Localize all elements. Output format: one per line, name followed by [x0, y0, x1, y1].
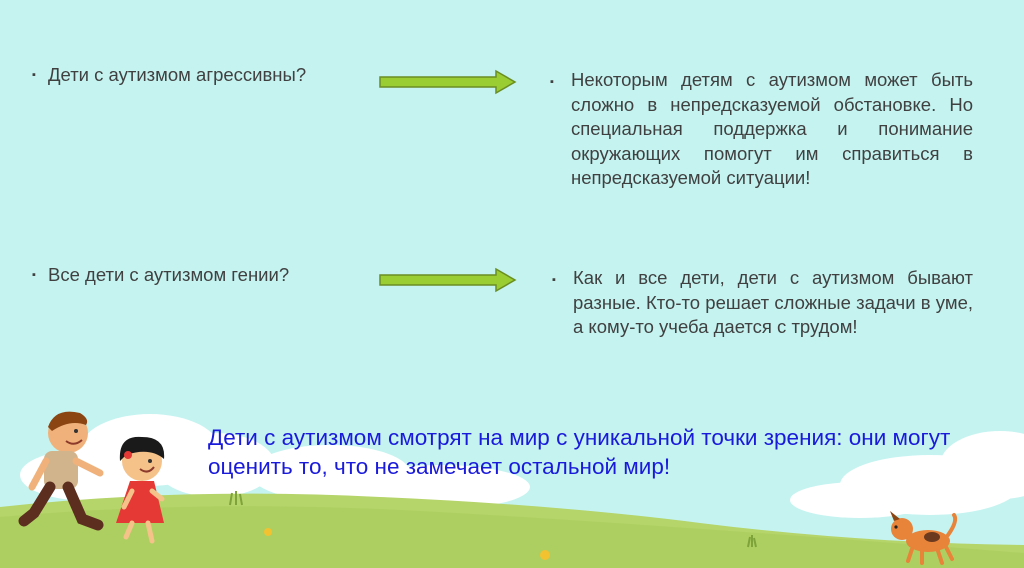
- answer-1-text: Некоторым детям с аутизмом может быть сл…: [571, 69, 973, 188]
- answer-2: ▪ Как и все дети, дети с аутизмом бывают…: [552, 266, 973, 340]
- bullet-marker: ▪: [32, 269, 36, 281]
- dog-illustration: [890, 511, 958, 565]
- conclusion-text: Дети с аутизмом смотрят на мир с уникаль…: [208, 425, 951, 479]
- question-2: ▪ Все дети с аутизмом гении?: [32, 264, 378, 286]
- bullet-marker: ▪: [552, 274, 556, 286]
- arrow-right-icon: [379, 267, 517, 293]
- answer-1: ▪ Некоторым детям с аутизмом может быть …: [550, 68, 973, 191]
- arrow-right-icon: [379, 69, 517, 95]
- bullet-marker: ▪: [550, 76, 554, 88]
- scene-illustration: [0, 411, 1024, 568]
- boy-illustration: [18, 411, 104, 531]
- question-1: ▪ Дети с аутизмом агрессивны?: [32, 64, 378, 86]
- girl-illustration: [116, 436, 165, 544]
- question-1-text: Дети с аутизмом агрессивны?: [48, 64, 307, 85]
- question-2-text: Все дети с аутизмом гении?: [48, 264, 290, 285]
- answer-2-text: Как и все дети, дети с аутизмом бывают р…: [573, 267, 973, 337]
- bullet-marker: ▪: [32, 69, 36, 81]
